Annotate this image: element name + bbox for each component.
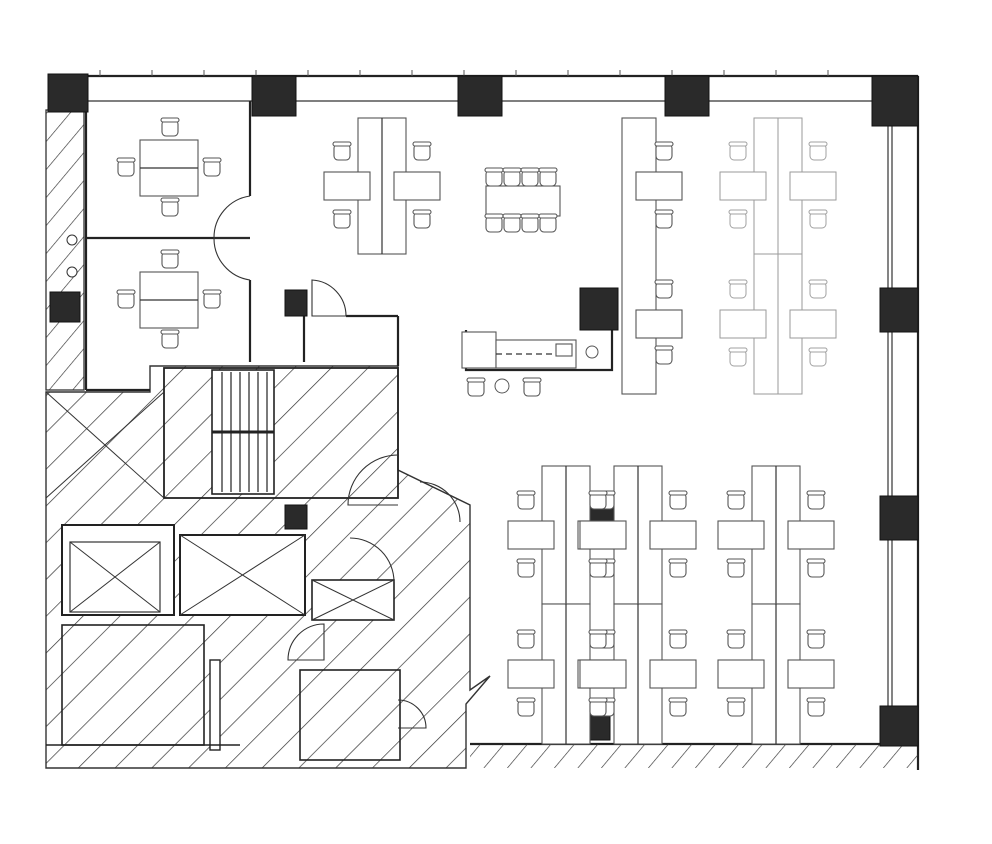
chair-icon [502,213,522,233]
chair-icon [520,167,540,187]
chair-icon [332,141,352,161]
chair-icon [538,167,558,187]
workstation-pod [579,465,697,605]
structural-column-icon [871,75,919,127]
meeting-room-lower [139,271,199,329]
doors [213,195,461,729]
chair-icon [654,209,674,229]
structural-column-icon [284,289,308,317]
elevator-shafts [61,524,395,621]
chair-icon [588,629,608,649]
chair-icon [654,345,674,365]
chair-icon [116,157,136,177]
door-swing-icon [213,237,251,281]
door-swing-icon [347,454,399,506]
chair-icon [522,377,542,397]
structural-column-icon [879,287,919,333]
chair-icon [806,629,826,649]
core-rooms [45,367,401,761]
workstation-pod [717,465,835,605]
chair-icon [726,697,746,717]
chair-icon [668,490,688,510]
structural-column-icon [284,504,308,530]
chair-icon [412,141,432,161]
structural-column-icon [579,287,619,331]
bottom-wall-hatched [470,744,918,768]
chair-icon [726,490,746,510]
door-swing-icon [311,279,347,317]
chair-icon [728,141,748,161]
door-swing-icon [349,537,395,583]
kitchenette [461,331,599,394]
chair-icon [160,329,180,349]
chair-icon [202,289,222,309]
chair-icon [484,167,504,187]
chair-icon [160,117,180,137]
chair-icon [516,558,536,578]
chair-icon [654,141,674,161]
chair-icon [808,279,828,299]
chair-icon [588,558,608,578]
structural-column-icon [47,73,89,113]
workstation-pod [323,117,441,255]
chair-icon [466,377,486,397]
door-swing-icon [213,195,251,239]
chair-icon [668,629,688,649]
conference-table [485,185,561,217]
meeting-room-upper [139,139,199,197]
chair-icon [160,249,180,269]
window-mullions [99,70,829,76]
chair-icon [726,558,746,578]
chair-icon [516,629,536,649]
workstation-clusters [323,117,837,745]
structural-column-icon [879,705,919,747]
chair-icon [516,490,536,510]
chair-icon [808,141,828,161]
structural-column-icon [664,75,710,117]
chair-icon [588,697,608,717]
chair-icon [160,197,180,217]
chair-icon [538,213,558,233]
chair-icon [516,697,536,717]
chair-icon [668,558,688,578]
chair-icon [484,213,504,233]
workstation-pod [719,117,837,255]
sink-icon [555,343,573,357]
chair-icon [726,629,746,649]
chair-icon [588,490,608,510]
chair-icon [728,209,748,229]
chair-icon [668,697,688,717]
chair-icon [520,213,540,233]
chair-icon [806,490,826,510]
chairs [116,117,828,717]
structural-column-icon [457,75,503,117]
workstation-pod [719,253,837,395]
chair-icon [808,347,828,367]
wall-fixtures [66,234,78,278]
chair-icon [728,347,748,367]
door-swing-icon [419,481,461,523]
chair-icon [202,157,222,177]
left-hatched-wall [45,109,85,391]
structural-column-icon [879,495,919,541]
door-swing-icon [397,699,427,729]
structural-column-icon [251,75,297,117]
door-swing-icon [287,623,325,661]
chair-icon [806,558,826,578]
workstation-pod [579,603,697,745]
chair-icon [332,209,352,229]
chair-icon [808,209,828,229]
chair-icon [806,697,826,717]
chair-icon [502,167,522,187]
workstation-pod [717,603,835,745]
chair-icon [728,279,748,299]
stair [211,369,275,495]
chair-icon [116,289,136,309]
chair-icon [412,209,432,229]
chair-icon [654,279,674,299]
structural-column-icon [49,291,81,323]
workstation-row [621,117,683,395]
